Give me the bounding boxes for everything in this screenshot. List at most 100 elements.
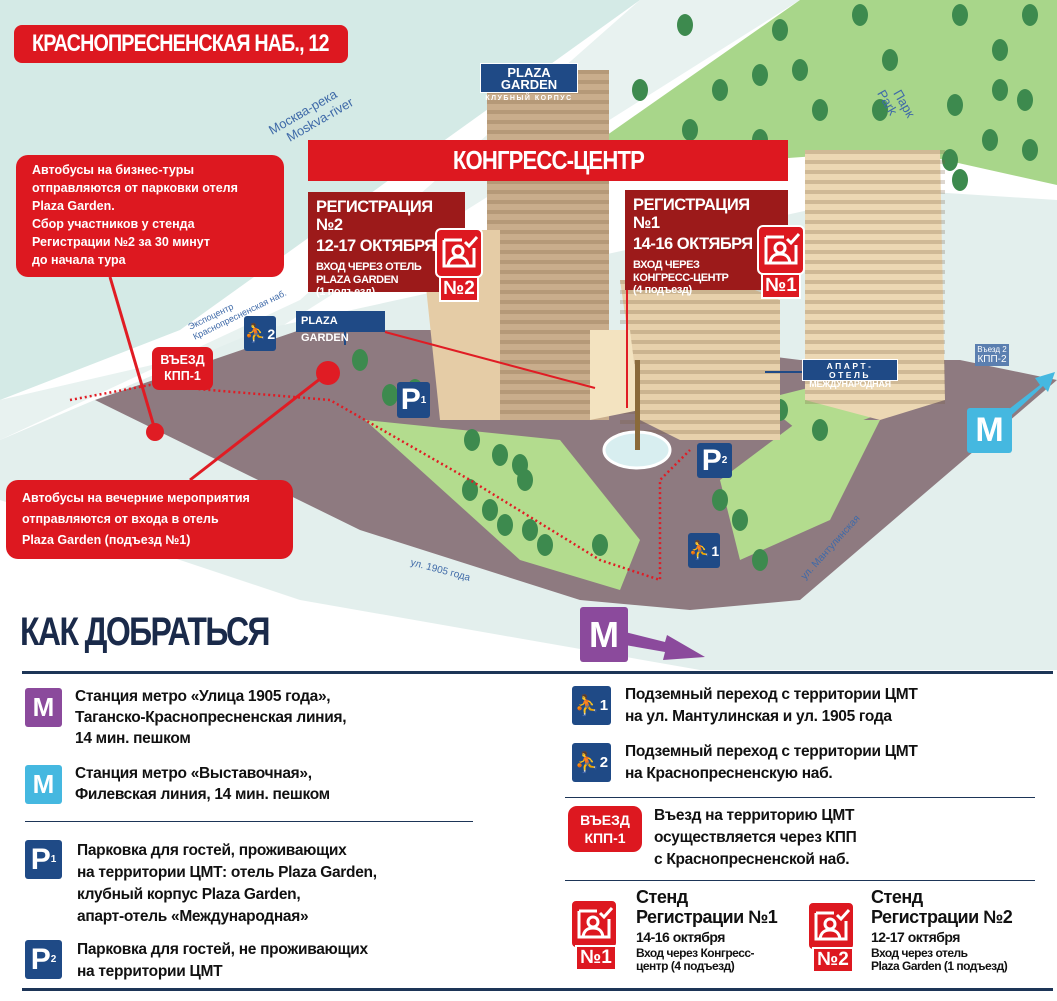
tree [352,349,368,371]
person-check-icon [435,228,483,283]
purple-arrow [625,632,705,660]
pointer-line [189,373,326,482]
congress-center-banner: КОНГРЕСС-ЦЕНТР [308,140,788,181]
pointer-line [384,331,596,389]
tree [537,534,553,556]
metro-vystavochnaya-text: Станция метро «Выставочная»,Филевская ли… [75,765,330,803]
bus-evening-note: Автобусы на вечерние мероприятия отправля… [6,480,293,559]
tree [522,519,538,541]
note-line: Plaza Garden. [32,199,115,213]
stairs-icon: ⛹ [574,752,600,774]
metro-1905-text: Станция метро «Улица 1905 года»,Таганско… [75,688,347,747]
note-line: Автобусы на вечерние мероприятия [22,491,250,505]
bus-stop-marker [316,361,340,385]
pointer-line [108,276,157,431]
bus-business-note: Автобусы на бизнес-туры отправляются от п… [16,155,284,277]
note-line: отправляются от входа в отель [22,512,219,526]
tree [1017,89,1033,111]
tree [1022,139,1038,161]
tree [812,419,828,441]
tree [682,119,698,141]
divider [565,880,1035,881]
plaza-garden-label: PLAZA GARDEN [296,311,385,344]
tree [992,39,1008,61]
tree [732,509,748,531]
note-line: Сбор участников у стенда [32,217,195,231]
tree [482,499,498,521]
person-check-icon [757,225,805,280]
tree [462,479,478,501]
tree [712,489,728,511]
tree [677,14,693,36]
tree [992,79,1008,101]
underpass-2-icon: ⛹2 [572,743,611,782]
lawn [365,420,640,590]
divider [22,671,1053,674]
how-to-get-heading: КАК ДОБРАТЬСЯ [20,610,270,654]
tree [982,129,998,151]
tree [712,79,728,101]
stand-2-icon: №2 [807,901,859,973]
tree [752,549,768,571]
tree [812,99,828,121]
underpass-2-sign: ⛹2 [244,316,276,351]
note-line: Автобусы на бизнес-туры [32,163,195,177]
tree [872,99,888,121]
tree [382,384,398,406]
person-check-icon [807,901,859,956]
tree [772,19,788,41]
stand-1-icon: №1 [570,899,622,971]
tree [1022,4,1038,26]
registration-2-icon: №2 [435,228,483,302]
statue [635,360,640,450]
metro-1905-icon: М [580,607,628,662]
underpass-1-sign: ⛹1 [688,533,720,568]
tree [752,64,768,86]
tree [464,429,480,451]
tree [942,149,958,171]
tree [497,514,513,536]
stairs-icon: ⛹ [244,323,268,343]
bus-stop-marker [146,423,164,441]
metro-1905-icon: М [25,688,62,727]
stairs-icon: ⛹ [688,540,712,560]
underpass-1-icon: ⛹1 [572,686,611,725]
tree [947,94,963,116]
divider [565,797,1035,798]
tree [882,49,898,71]
metro-vystavochnaya-icon: М [967,408,1012,453]
address-banner: КРАСНОПРЕСНЕНСКАЯ НАБ., 12 [14,25,348,63]
note-line: Регистрации №2 за 30 минут [32,235,210,249]
tree [792,59,808,81]
tree [592,534,608,556]
tree [632,79,648,101]
tree [517,469,533,491]
tree [492,444,508,466]
tree [952,4,968,26]
note-line: отправляются от парковки отеля [32,181,238,195]
registration-1-icon: №1 [757,225,805,299]
metro-vystavochnaya-icon: М [25,765,62,804]
divider [25,821,473,822]
person-check-icon [570,899,622,954]
divider [22,988,1053,991]
note-line: Plaza Garden (подъезд №1) [22,533,191,547]
tree [852,4,868,26]
stairs-icon: ⛹ [574,695,600,717]
tree [952,169,968,191]
